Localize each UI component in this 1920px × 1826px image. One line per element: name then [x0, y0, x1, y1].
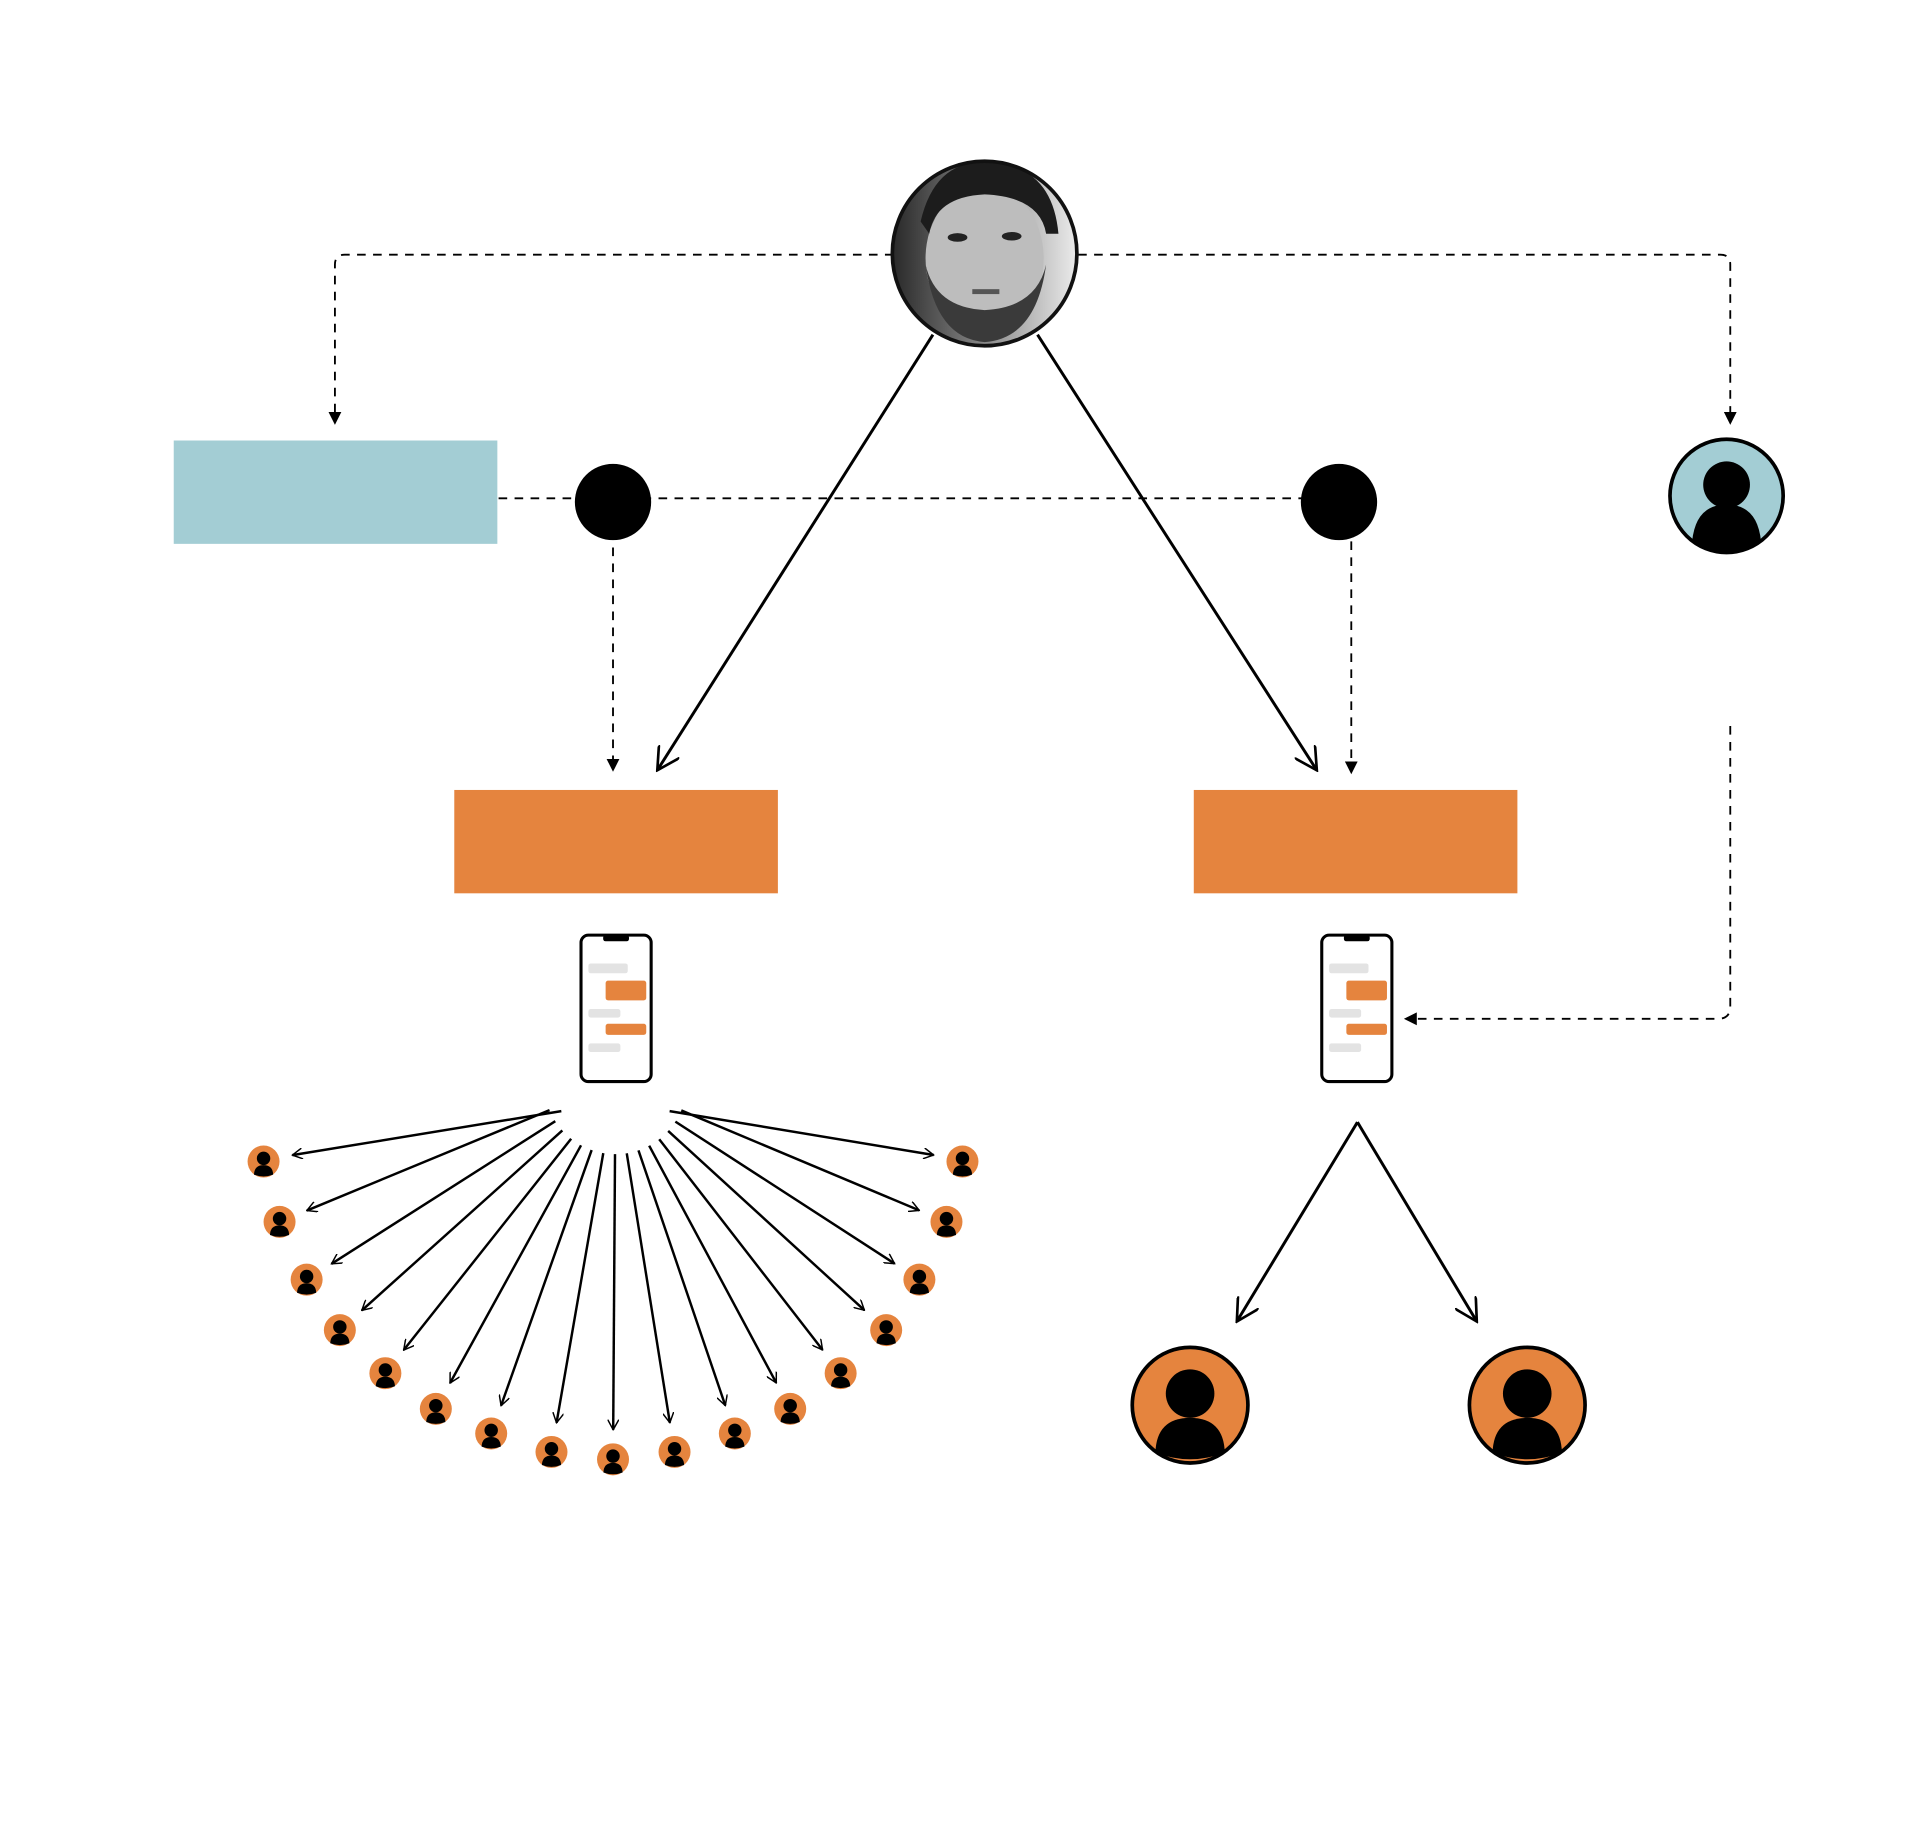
dashed-to-teal-avatar: [1078, 253, 1737, 425]
relay-dot-left[interactable]: [574, 463, 652, 541]
recipient-avatar-small[interactable]: [718, 1417, 751, 1450]
teal-box[interactable]: [173, 440, 498, 544]
fan-arrow: [402, 1137, 573, 1350]
recipient-avatar-small[interactable]: [774, 1392, 807, 1425]
user-icon: [725, 1423, 745, 1449]
recipient-avatar-small[interactable]: [658, 1435, 691, 1468]
dashed-to-teal-box: [328, 253, 894, 425]
recipient-avatar-small[interactable]: [870, 1314, 903, 1347]
recipient-avatar-small[interactable]: [369, 1357, 402, 1390]
user-icon: [876, 1320, 896, 1346]
recipient-avatar-small[interactable]: [419, 1392, 452, 1425]
fan-arrow: [658, 1138, 824, 1350]
user-icon: [936, 1211, 957, 1237]
user-icon: [330, 1320, 350, 1346]
fan-out-recipients: [247, 1108, 979, 1476]
orange-box-left[interactable]: [454, 789, 778, 894]
recipient-avatar-small[interactable]: [247, 1145, 280, 1178]
user-icon: [481, 1423, 501, 1449]
fan-arrow: [557, 1152, 605, 1423]
recipient-avatar-small[interactable]: [824, 1357, 857, 1390]
relay-dot-right[interactable]: [1300, 463, 1378, 541]
dashed-connectors: [328, 253, 1737, 1026]
arrow-source-to-left-box: [657, 333, 935, 771]
recipient-avatar-small[interactable]: [535, 1435, 568, 1468]
orange-box-right[interactable]: [1193, 789, 1518, 894]
fan-arrow: [674, 1120, 894, 1265]
arrow-source-to-right-box: [1036, 333, 1317, 771]
user-icon: [1155, 1369, 1225, 1460]
fan-arrow: [667, 1130, 864, 1310]
user-icon: [426, 1398, 446, 1424]
teal-user-avatar[interactable]: [1668, 437, 1786, 555]
recipient-avatar-small[interactable]: [290, 1263, 323, 1296]
source-person-photo[interactable]: [886, 157, 1083, 354]
user-icon: [909, 1269, 929, 1295]
recipient-avatar-small[interactable]: [475, 1417, 508, 1450]
dashed-avatar-to-phone: [1403, 725, 1732, 1026]
user-icon: [269, 1211, 290, 1237]
recipient-avatar-small[interactable]: [323, 1314, 356, 1347]
fan-arrow: [625, 1153, 670, 1423]
phone-right-chat-icon[interactable]: [1320, 933, 1394, 1084]
user-icon: [780, 1398, 800, 1424]
recipient-avatar-large-right[interactable]: [1467, 1345, 1587, 1465]
recipient-avatar-small[interactable]: [930, 1205, 963, 1238]
fan-arrow: [332, 1120, 556, 1265]
fan-arrow: [637, 1149, 725, 1405]
user-icon: [253, 1151, 274, 1177]
fan-arrow: [669, 1109, 934, 1155]
user-icon: [1692, 461, 1762, 553]
user-icon: [952, 1151, 973, 1177]
recipient-avatar-small[interactable]: [946, 1145, 979, 1178]
fan-arrow: [292, 1109, 562, 1155]
fan-arrow: [648, 1145, 778, 1383]
arrow-phone-to-recipient-left: [1237, 1121, 1359, 1321]
recipient-avatar-small[interactable]: [263, 1205, 296, 1238]
recipient-avatar-small[interactable]: [597, 1443, 630, 1476]
user-icon: [541, 1442, 562, 1467]
user-icon: [831, 1363, 851, 1389]
user-icon: [603, 1449, 623, 1475]
user-icon: [297, 1269, 317, 1295]
recipient-avatar-large-left[interactable]: [1130, 1345, 1250, 1465]
fan-arrow: [680, 1109, 919, 1210]
user-icon: [1492, 1369, 1562, 1460]
fan-arrow: [362, 1129, 564, 1310]
recipient-avatar-small[interactable]: [903, 1263, 936, 1296]
fan-arrow: [307, 1108, 551, 1210]
fan-arrow: [448, 1144, 583, 1383]
user-icon: [664, 1442, 685, 1467]
user-icon: [375, 1363, 395, 1389]
fan-arrow: [613, 1154, 615, 1430]
phone-left-chat-icon[interactable]: [579, 933, 653, 1084]
fan-arrow: [501, 1149, 593, 1406]
arrow-phone-to-recipient-right: [1356, 1121, 1476, 1321]
